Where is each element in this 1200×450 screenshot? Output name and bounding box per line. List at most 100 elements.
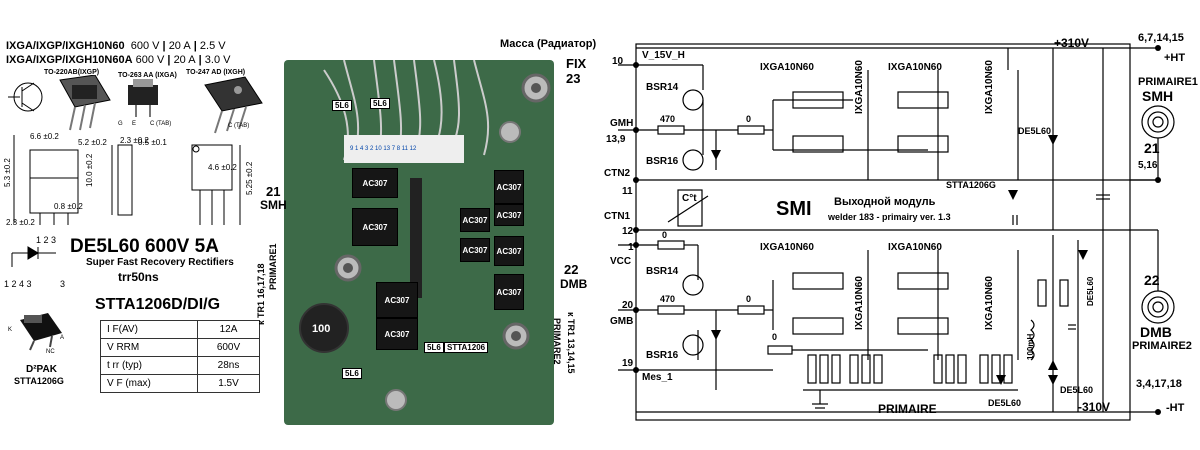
screw-icon: [499, 121, 521, 143]
prim2-label: PRIMAIRE2: [1132, 340, 1192, 352]
diode-label: DE5L60: [1060, 385, 1094, 395]
diode-label: DE5L60: [988, 398, 1022, 408]
zener-label: 5L6: [342, 368, 362, 379]
chip: AC307: [376, 318, 418, 350]
svg-text:C (TAB): C (TAB): [228, 123, 249, 129]
screw-icon: [385, 389, 407, 411]
svg-text:3: 3: [60, 279, 65, 289]
stta-label: STTA1206G: [946, 180, 996, 190]
resistor-label: 470: [660, 294, 676, 304]
smh-tr-label: к TR1 16,17,18: [256, 263, 266, 325]
stta-label: STTA1206: [444, 342, 489, 353]
part-line-1: IXGA/IXGP/IXGH10N60 600 V | 20 A | 2.5 V: [6, 40, 226, 52]
igbt-label: IXGA10N60: [888, 242, 942, 253]
n516-label: 5,16: [1138, 160, 1158, 171]
inductor-icon: [299, 303, 349, 353]
svg-text:5.25 ±0.2: 5.25 ±0.2: [245, 161, 254, 195]
diode-title: DE5L60 600V 5A: [70, 236, 219, 257]
module-subtitle: welder 183 - primairy ver. 1.3: [828, 212, 951, 222]
pin-name: GMB: [610, 316, 634, 327]
diode-symbol-icon: [11, 246, 56, 267]
pin-name: CTN2: [604, 168, 631, 179]
pin-num: 13,9: [606, 134, 626, 145]
to247-package-icon: [204, 76, 263, 134]
svg-text:0.8 ±0.2: 0.8 ±0.2: [54, 202, 83, 211]
svg-text:G: G: [118, 121, 123, 127]
svg-text:4.6 ±0.2: 4.6 ±0.2: [208, 163, 237, 172]
pcb-photo: 100 9 1 4 3 2 10 13 7 8 11 12 AC307 AC30…: [284, 60, 554, 425]
pin-name: CTN1: [604, 211, 631, 222]
svg-text:6.6 ±0.2: 6.6 ±0.2: [30, 132, 59, 141]
datasheet-panel: IXGA/IXGP/IXGH10N60 600 V | 20 A | 2.5 V…: [0, 0, 272, 450]
ntc-label: C°t: [682, 193, 697, 204]
igbt-label: IXGA10N60: [760, 242, 814, 253]
igbt-label: IXGA10N60: [984, 276, 995, 330]
prim1-label: PRIMAIRE1: [1138, 76, 1198, 88]
n21-label: 21: [1144, 140, 1160, 156]
pin-num: 12: [622, 226, 634, 237]
svg-text:9 1 4 3 2 10 13 7 8 11 12: 9 1 4 3 2 10 13 7 8 11 12: [350, 146, 417, 152]
svg-text:NC: NC: [46, 349, 55, 355]
d2pak-label: D²PAK: [26, 364, 57, 375]
chip: AC307: [494, 170, 524, 204]
diode-subtitle: Super Fast Recovery Rectifiers: [86, 257, 234, 268]
module-title: Выходной модуль: [834, 196, 936, 208]
igbt-label: IXGA10N60: [854, 276, 865, 330]
svg-text:C (TAB): C (TAB): [150, 121, 171, 127]
pin-num: 19: [622, 358, 634, 369]
ground-label: Масса (Радиатор): [500, 38, 597, 50]
minus-voltage: -310V: [1078, 400, 1111, 414]
svg-text:5.2 ±0.2: 5.2 ±0.2: [78, 138, 107, 147]
table-row: t rr (typ)28ns: [100, 356, 260, 375]
diode-label: DE5L60: [1018, 126, 1052, 136]
igbt-symbol-icon: [8, 82, 43, 112]
svg-text:5.3 ±0.2: 5.3 ±0.2: [3, 158, 12, 187]
smh-label: SMH: [1142, 88, 1174, 104]
table-row: I F(AV)12A: [100, 320, 260, 339]
fix-num: 23: [566, 71, 581, 86]
zener-label: 5L6: [370, 98, 390, 109]
smh-num: 21: [266, 184, 281, 199]
pin-numbers-b: 1 2 4 3: [4, 279, 32, 289]
pin-numbers-a: 1 2 3: [36, 235, 56, 245]
pin-name: Mes_1: [642, 372, 673, 383]
chip: AC307: [460, 238, 490, 262]
connector-icon: [410, 178, 422, 298]
igbt-label: IXGA10N60: [854, 60, 865, 114]
chip: AC307: [494, 204, 524, 226]
chip: AC307: [376, 282, 418, 318]
pins-bottom: 3,4,17,18: [1136, 378, 1182, 390]
fix-label: FIX: [566, 56, 587, 71]
bsr16-label: BSR16: [646, 156, 679, 167]
svg-text:K: K: [8, 327, 12, 333]
diode-icon: [711, 135, 1088, 385]
chip: AC307: [494, 236, 524, 266]
pkg-to263-label: TO-263 AA (IXGA): [118, 72, 177, 79]
schematic-drawing: [618, 43, 1175, 421]
igbt-label: IXGA10N60: [760, 62, 814, 73]
svg-text:100: 100: [312, 323, 330, 335]
stta-title: STTA1206D/DI/G: [95, 296, 221, 313]
svg-text:A: A: [60, 335, 64, 341]
pkg-to220-label: TO-220AB(IXGP): [44, 69, 100, 76]
dmb-label: DMB: [1140, 324, 1172, 340]
pin-name: GMH: [610, 118, 634, 129]
plus-ht: +HT: [1164, 52, 1186, 64]
svg-text:E: E: [132, 121, 136, 127]
bsr14-label: BSR14: [646, 82, 679, 93]
pin-name: V_15V_H: [642, 50, 685, 61]
inductor-label: 100mH: [1026, 333, 1035, 360]
bsr14-label: BSR14: [646, 266, 679, 277]
diode-trr: trr50ns: [118, 270, 159, 284]
pkg-to247-label: TO-247 AD (IXGH): [186, 69, 246, 76]
dmb-num: 22: [564, 262, 579, 277]
resistor-label: 470: [660, 114, 676, 124]
d2pak-part: STTA1206G: [14, 376, 64, 386]
pins-top: 6,7,14,15: [1138, 32, 1184, 44]
bsr16-label: BSR16: [646, 350, 679, 361]
d2pak-package-icon: [20, 313, 62, 351]
to263-package-icon: [128, 79, 158, 117]
chip: AC307: [494, 274, 524, 310]
